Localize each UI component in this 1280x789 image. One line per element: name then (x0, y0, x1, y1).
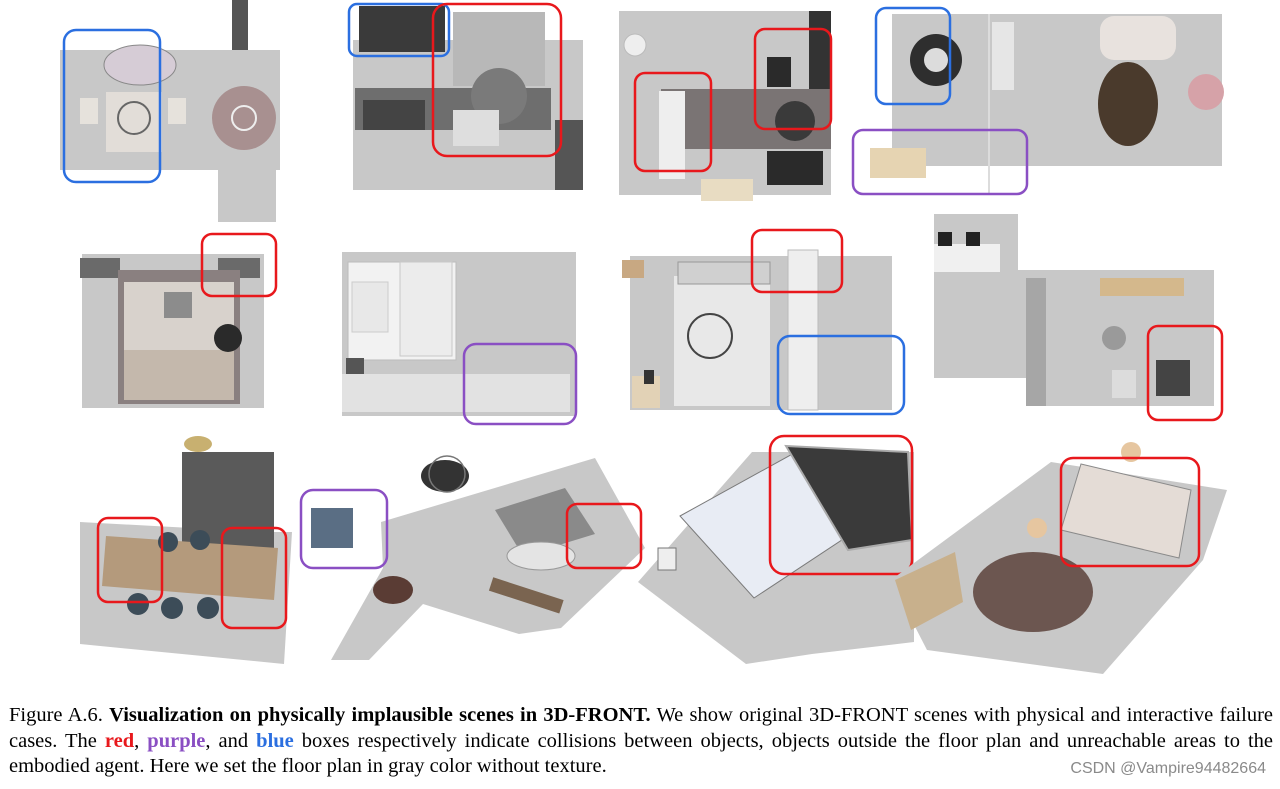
caption-sep-2: , and (205, 729, 249, 752)
red-box (220, 526, 288, 630)
red-box (753, 27, 833, 131)
scene-r3c3 (636, 432, 916, 666)
caption-sep-1: , (134, 729, 140, 752)
red-box (1059, 456, 1201, 568)
scene-r2c1 (78, 230, 283, 412)
figure-title: Visualization on physically implausible … (109, 704, 651, 726)
blue-box (347, 2, 451, 58)
caption-text-1: We show original 3D-FRONT scenes with ph… (9, 704, 1273, 752)
caption-text-2: boxes respectively indicate collisions b… (9, 729, 1273, 778)
purple-box (462, 342, 578, 426)
red-box (565, 502, 643, 570)
red-box (1146, 324, 1224, 422)
purple-box (299, 488, 389, 570)
scene-r1c1 (60, 0, 280, 222)
purple-box (851, 128, 1029, 196)
scene-r1c4 (848, 0, 1228, 200)
scene-r3c1 (78, 432, 298, 672)
red-box (633, 71, 713, 173)
keyword-red: red (104, 729, 135, 752)
blue-box (62, 28, 162, 184)
figure-label: Figure A.6. (9, 704, 103, 726)
scene-r1c2 (345, 0, 585, 195)
red-box (768, 434, 914, 576)
keyword-purple: purple (147, 729, 206, 752)
red-box (96, 516, 164, 604)
figure-image-grid (60, 0, 1235, 680)
blue-box (776, 334, 906, 416)
scene-r3c2 (295, 438, 645, 660)
red-box (750, 228, 844, 294)
figure-caption: Figure A.6. Visualization on physically … (9, 703, 1273, 780)
scene-r2c3 (618, 226, 908, 418)
blue-box (874, 6, 952, 106)
csdn-watermark: CSDN @Vampire94482664 (1070, 760, 1266, 777)
scene-r3c4 (885, 430, 1235, 680)
red-box (431, 2, 563, 158)
keyword-blue: blue (256, 729, 294, 752)
scene-r1c3 (615, 5, 840, 203)
scene-r2c2 (338, 248, 583, 428)
scene-r2c4 (930, 210, 1226, 428)
red-box (200, 232, 278, 298)
